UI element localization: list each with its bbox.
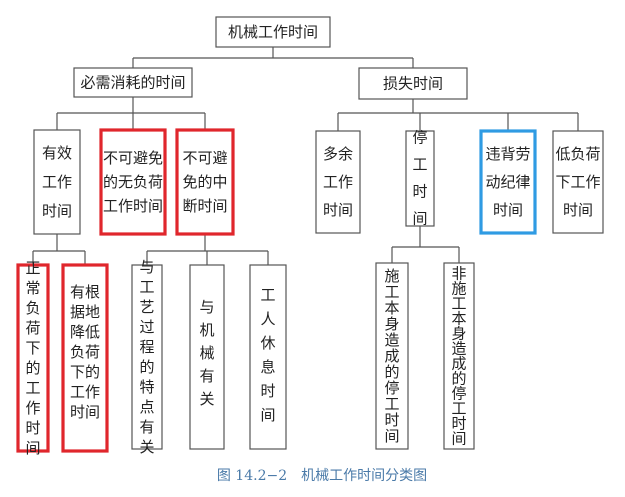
node-machine-label: 与机械有关 [199,298,214,408]
node-unavoidable-interrupt: 不可避免的中断时间 [175,128,235,236]
node-necessary: 必需消耗的时间 [73,67,193,98]
node-loss: 损失时间 [358,67,468,100]
node-process: 与工艺过程的特点有关 [131,258,163,456]
node-non-construction-caused: 非施工本身造成的停工时间 [443,262,475,450]
node-reduced-load: 有根据地降低负荷下的工作时间 [61,263,109,453]
node-loss-label: 损失时间 [383,75,443,93]
node-low-load-label: 低负荷下工作时间 [555,145,600,219]
node-unavoidable-nonload: 不可避免的无负荷工作时间 [99,128,167,236]
node-effective-label: 有效工作时间 [42,144,72,220]
figure-caption: 图 14.2−2 机械工作时间分类图 [217,468,427,484]
node-process-label: 与工艺过程的特点有关 [139,258,154,456]
node-stoppage-label: 停工时间 [412,129,427,228]
node-root-label: 机械工作时间 [228,23,318,41]
connectors [32,47,579,265]
node-violation: 违背劳动纪律时间 [479,129,537,235]
node-construction-caused: 施工本身造成的停工时间 [375,262,409,450]
node-extra-label: 多余工作时间 [323,145,353,219]
node-machine: 与机械有关 [189,264,225,450]
node-unavoidable-nonload-label: 不可避免的无负荷工作时间 [103,149,163,215]
node-non-construction-caused-label: 非施工本身造成的停工时间 [451,265,466,448]
node-necessary-label: 必需消耗的时间 [80,74,185,92]
node-stoppage: 停工时间 [405,129,435,228]
node-normal-load-label: 正常负荷下的工作时间 [25,259,40,457]
node-extra: 多余工作时间 [315,130,361,234]
node-worker-rest: 工人休息时间 [249,264,287,450]
node-root: 机械工作时间 [215,16,331,48]
node-low-load: 低负荷下工作时间 [552,130,604,234]
node-effective: 有效工作时间 [33,129,81,235]
node-reduced-load-label: 有根据地降低负荷下的工作时间 [70,283,100,421]
node-worker-rest-label: 工人休息时间 [260,286,275,424]
node-normal-load: 正常负荷下的工作时间 [16,259,50,457]
node-construction-caused-label: 施工本身造成的停工时间 [384,267,399,445]
node-violation-label: 违背劳动纪律时间 [485,145,530,219]
node-unavoidable-interrupt-label: 不可避免的中断时间 [182,149,227,215]
